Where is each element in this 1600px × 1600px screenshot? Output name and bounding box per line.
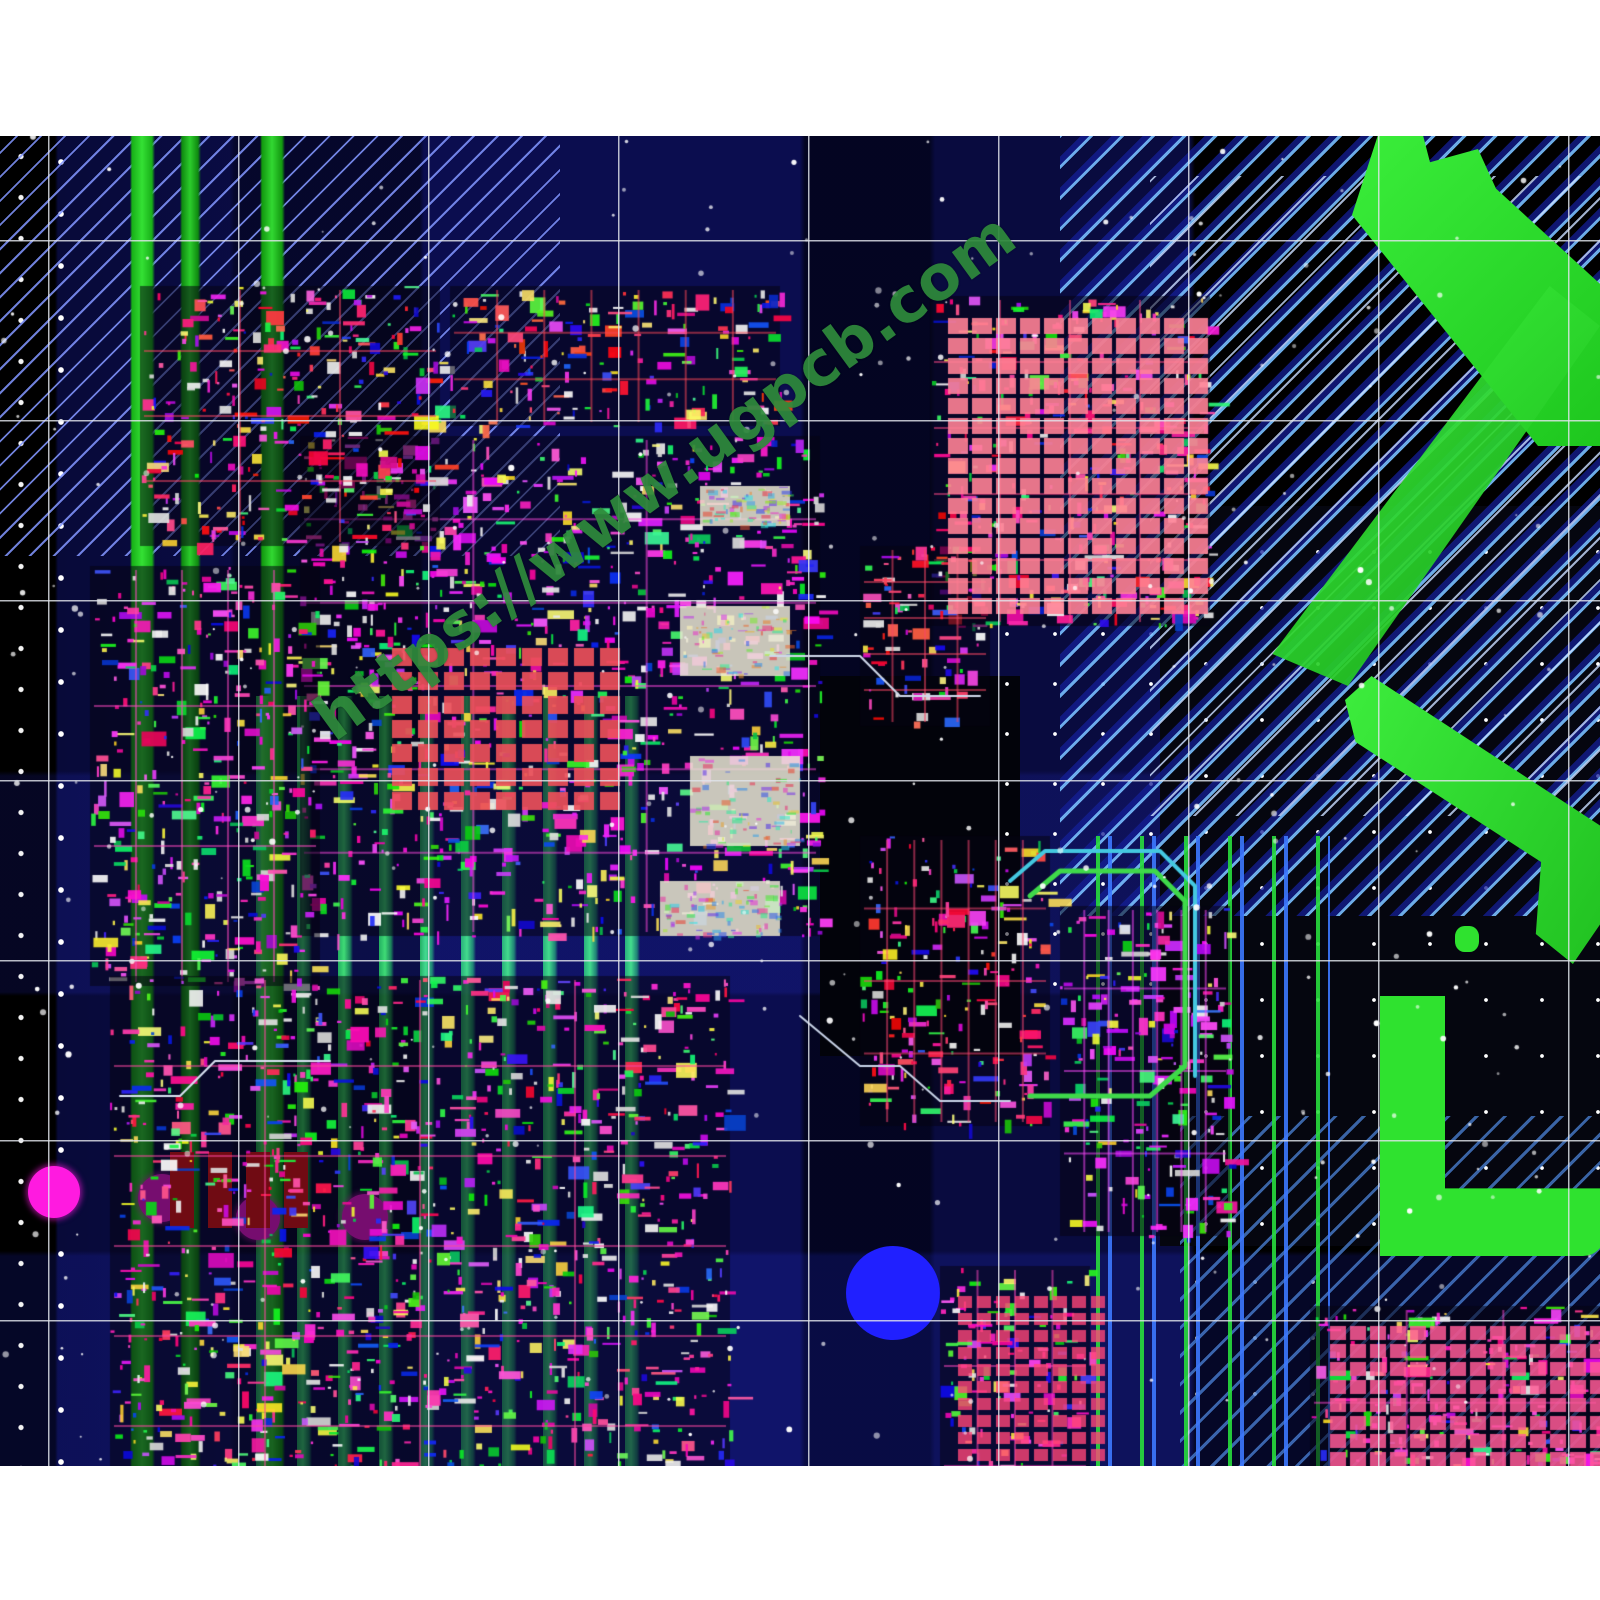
component-detail-canvas <box>0 136 1600 1466</box>
pcb-board-canvas: https://www.ugpcb.com <box>0 136 1600 1466</box>
